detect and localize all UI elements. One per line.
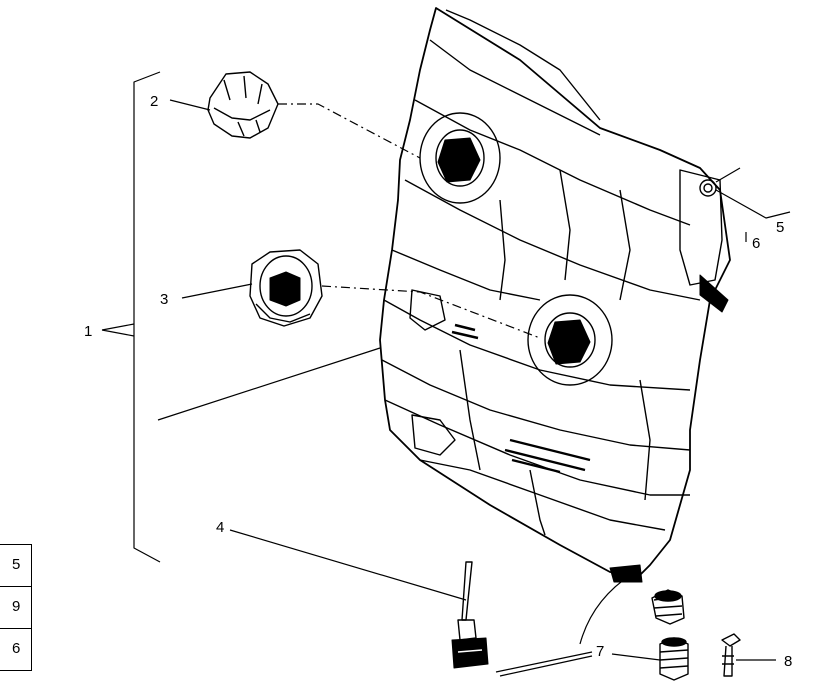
reference-table-value: 6 [12, 640, 21, 657]
expansion-tank-body [379, 7, 731, 583]
callout-2: 2 [150, 93, 158, 110]
callout-5: 5 [776, 219, 784, 236]
callout-4: 4 [216, 519, 224, 536]
clip-part-8 [721, 633, 741, 677]
callout-3: 3 [160, 291, 168, 308]
reference-table-row: 6 [0, 629, 32, 671]
callout-6: 6 [752, 235, 760, 252]
fitting-part-7-lower [659, 637, 689, 681]
reference-table-row: 9 [0, 587, 32, 629]
reference-table: 5 9 6 [0, 544, 32, 689]
filler-cap-part-2 [207, 71, 279, 139]
callout-8: 8 [784, 653, 792, 670]
callout-1: 1 [84, 323, 92, 340]
reference-table-value: 9 [12, 598, 21, 615]
reference-table-value: 5 [12, 556, 21, 573]
fitting-part-7-upper [651, 589, 685, 625]
pressure-cap-part-3 [249, 249, 323, 327]
callout-7: 7 [596, 643, 604, 660]
reference-table-row: 5 [0, 545, 32, 587]
leader-lines [101, 71, 791, 677]
level-sensor-part-4 [451, 561, 489, 669]
